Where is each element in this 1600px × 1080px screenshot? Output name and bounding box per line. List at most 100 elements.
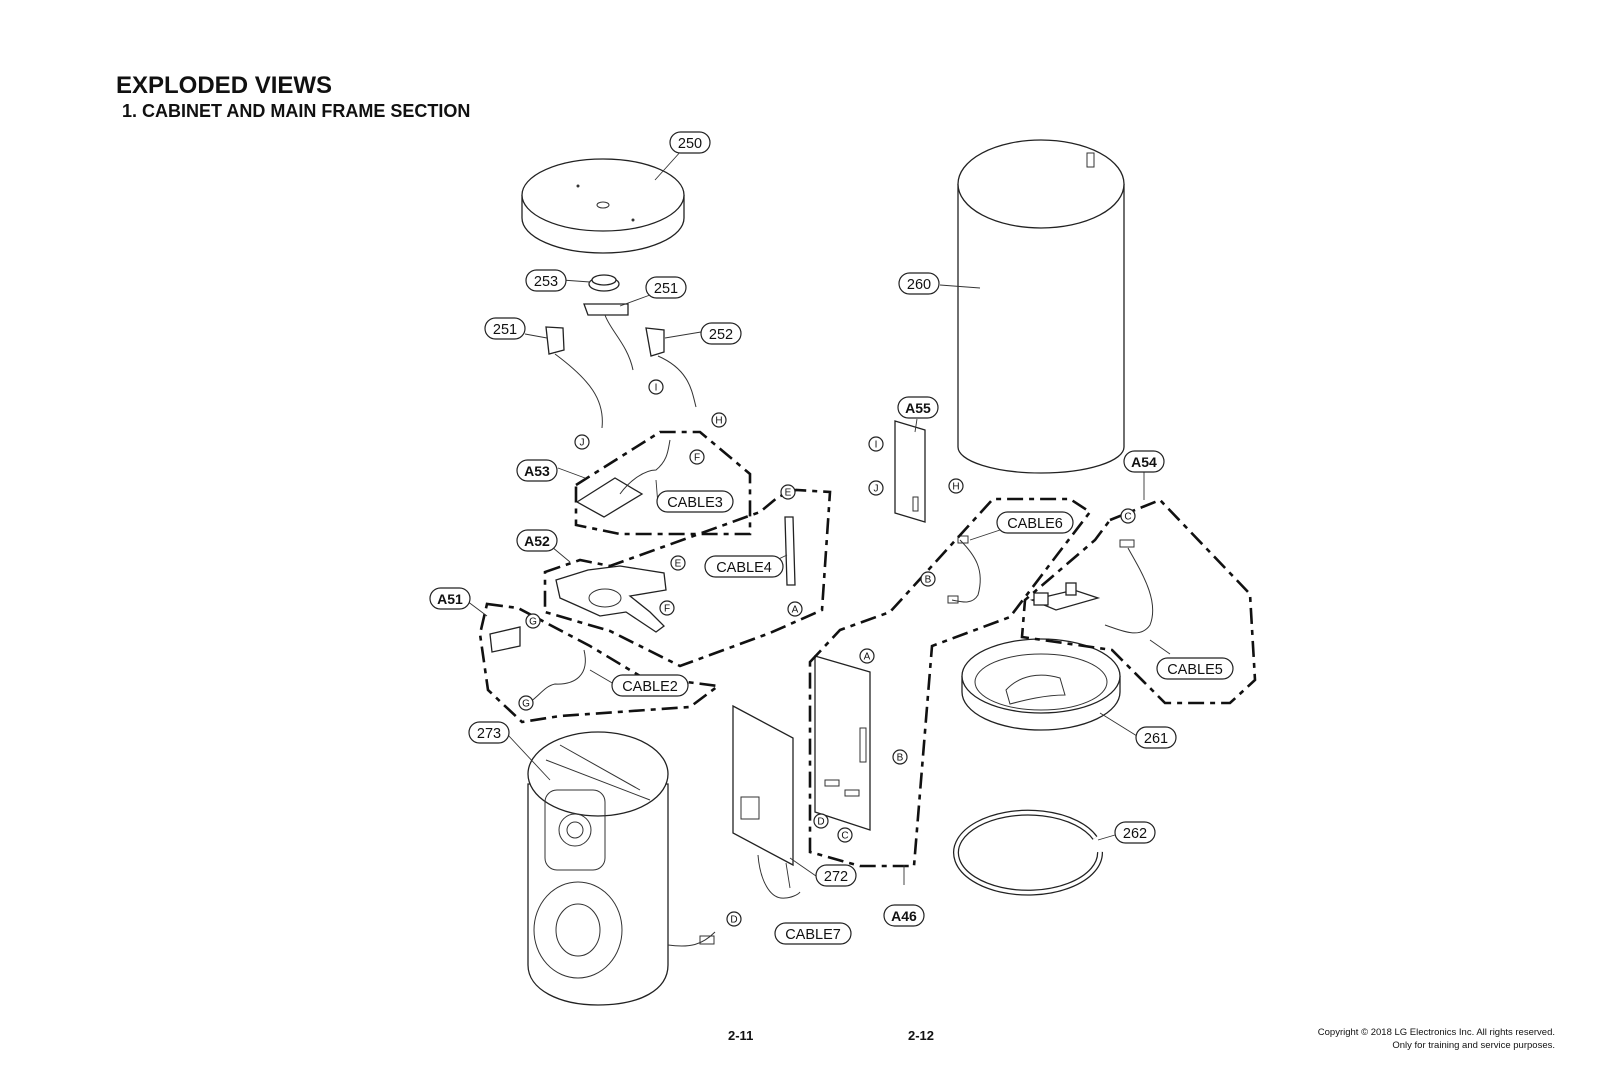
callout-a55: A55	[897, 396, 939, 419]
svg-text:C: C	[841, 831, 848, 842]
group-outline-a51	[478, 602, 722, 724]
connector-i-top: I	[648, 379, 664, 395]
svg-text:I: I	[875, 440, 878, 451]
svg-text:B: B	[925, 575, 932, 586]
svg-text:D: D	[817, 817, 824, 828]
svg-text:A54: A54	[1131, 454, 1157, 470]
board-a46-main	[814, 655, 871, 831]
callout-a46: A46	[883, 904, 925, 927]
part-261-base	[961, 638, 1121, 731]
connector-d-a46: D	[813, 813, 829, 829]
leader-lines	[466, 149, 1171, 889]
svg-text:CABLE6: CABLE6	[1007, 516, 1063, 532]
connector-g-a51-bottom: G	[518, 695, 534, 711]
part-251-module-center	[583, 303, 634, 371]
svg-text:B: B	[897, 753, 904, 764]
connector-b-cable6: B	[920, 571, 936, 587]
group-outline-a54	[1020, 498, 1257, 705]
svg-text:253: 253	[534, 274, 558, 290]
cable-4	[784, 516, 796, 586]
svg-text:H: H	[952, 482, 959, 493]
callout-cable2: CABLE2	[611, 674, 689, 697]
connector-h-a55: H	[948, 478, 964, 494]
svg-text:CABLE3: CABLE3	[667, 495, 723, 511]
page-number-left: 2-11	[728, 1028, 754, 1043]
svg-text:F: F	[694, 453, 700, 464]
svg-text:260: 260	[907, 277, 931, 293]
part-272-power-board	[732, 704, 801, 899]
callout-260: 260	[898, 272, 940, 295]
svg-text:A: A	[792, 605, 799, 616]
callout-cable3: CABLE3	[656, 490, 734, 513]
connector-e-cable4: E	[780, 484, 796, 500]
svg-text:C: C	[1124, 512, 1131, 523]
callout-253: 253	[525, 269, 567, 292]
page-number-right: 2-12	[908, 1028, 935, 1043]
svg-text:250: 250	[678, 136, 702, 152]
callout-cable7: CABLE7	[774, 922, 852, 945]
callout-a51: A51	[429, 587, 471, 610]
svg-text:A: A	[864, 652, 871, 663]
connector-j-a55: J	[868, 480, 884, 496]
svg-text:252: 252	[709, 327, 733, 343]
svg-text:CABLE4: CABLE4	[716, 560, 772, 576]
part-250-top-cap	[521, 158, 685, 254]
group-outline-a52	[543, 488, 832, 668]
cable-6	[947, 535, 981, 604]
connector-b-a46: B	[892, 749, 908, 765]
connector-a-cable4: A	[787, 601, 803, 617]
section-subtitle: 1. CABINET AND MAIN FRAME SECTION	[122, 101, 471, 121]
callout-a54: A54	[1123, 450, 1165, 473]
svg-text:A51: A51	[437, 591, 463, 607]
svg-text:A52: A52	[524, 533, 550, 549]
svg-text:CABLE5: CABLE5	[1167, 662, 1223, 678]
svg-text:272: 272	[824, 869, 848, 885]
part-260-cylinder-cover	[957, 139, 1125, 474]
part-252-module-right	[645, 327, 697, 408]
connector-f-a52: F	[659, 600, 675, 616]
callout-a53: A53	[516, 459, 558, 482]
svg-text:273: 273	[477, 726, 501, 742]
connector-j-top: J	[574, 434, 590, 450]
svg-text:G: G	[529, 617, 537, 628]
svg-text:261: 261	[1144, 731, 1168, 747]
svg-text:CABLE2: CABLE2	[622, 679, 678, 695]
svg-text:H: H	[715, 416, 722, 427]
connector-a-a46: A	[859, 648, 875, 664]
svg-text:262: 262	[1123, 826, 1147, 842]
callout-cable5: CABLE5	[1156, 657, 1234, 680]
part-273-speaker-cabinet	[527, 731, 716, 1006]
group-outline-cable6-a46	[808, 497, 1092, 868]
connector-c-a46: C	[837, 827, 853, 843]
board-a53	[575, 439, 671, 518]
callout-250: 250	[669, 131, 711, 154]
page-title: EXPLODED VIEWS	[116, 72, 333, 99]
callout-251-center: 251	[645, 276, 687, 299]
connector-h-top: H	[711, 412, 727, 428]
board-a54	[1029, 539, 1154, 634]
copyright-line-2: Only for training and service purposes.	[1392, 1040, 1555, 1051]
svg-text:A55: A55	[905, 400, 931, 416]
svg-text:I: I	[655, 383, 658, 394]
connector-d-cabinet: D	[726, 911, 742, 927]
svg-text:D: D	[730, 915, 737, 926]
part-253-knob	[588, 274, 620, 292]
callout-273: 273	[468, 721, 510, 744]
svg-text:A53: A53	[524, 463, 550, 479]
svg-text:E: E	[675, 559, 682, 570]
callout-a52: A52	[516, 529, 558, 552]
part-251-module-left	[545, 326, 603, 429]
board-a55	[894, 420, 926, 523]
connector-i-a55: I	[868, 436, 884, 452]
svg-text:G: G	[522, 699, 530, 710]
callout-cable6: CABLE6	[996, 511, 1074, 534]
svg-text:CABLE7: CABLE7	[785, 927, 841, 943]
copyright-line-1: Copyright © 2018 LG Electronics Inc. All…	[1317, 1027, 1555, 1038]
callout-251-left: 251	[484, 317, 526, 340]
svg-text:251: 251	[493, 322, 517, 338]
callout-272: 272	[815, 864, 857, 887]
connector-g-a51-top: G	[525, 613, 541, 629]
callout-262: 262	[1114, 821, 1156, 844]
svg-text:F: F	[664, 604, 670, 615]
